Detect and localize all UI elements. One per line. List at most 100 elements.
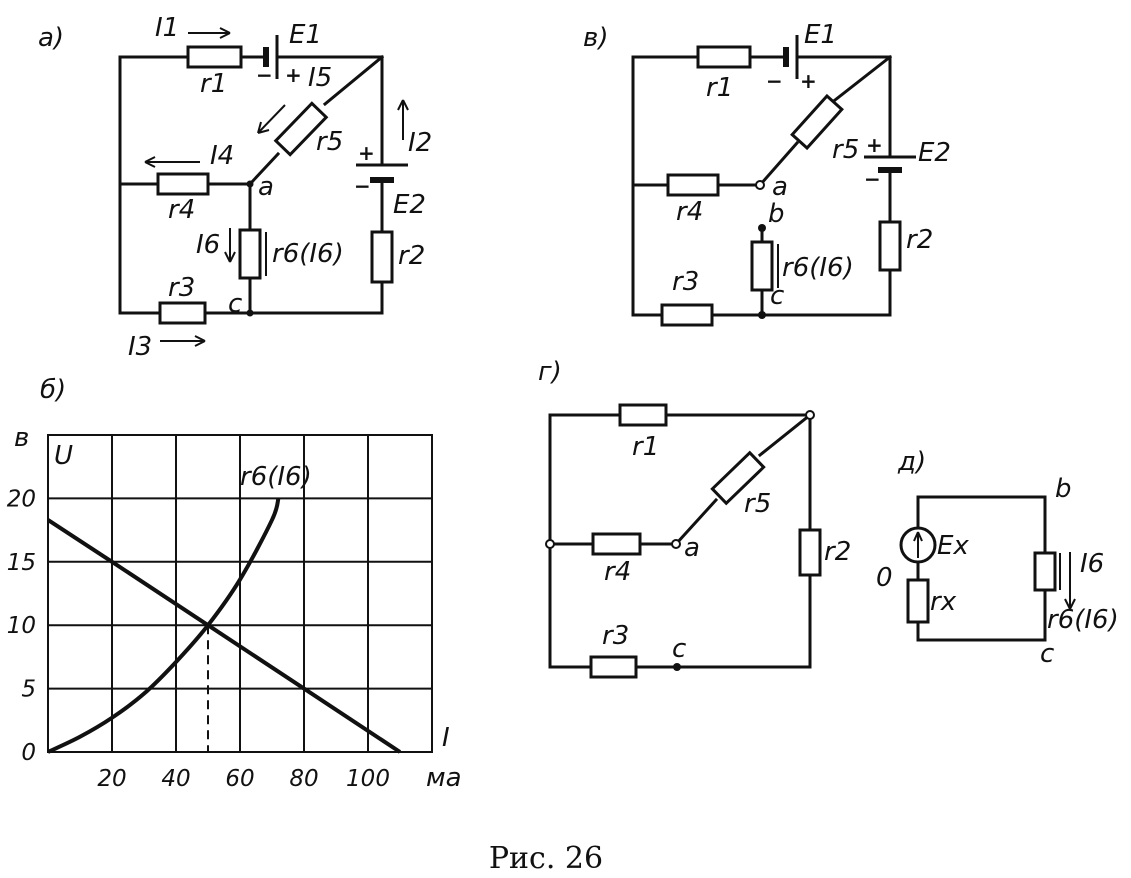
arrow-i6: [1064, 552, 1076, 610]
label-r4: r4: [604, 557, 631, 587]
label-node-0: 0: [876, 563, 893, 593]
label-r5: r5: [832, 135, 859, 165]
svg-text:+: +: [800, 69, 817, 93]
x-tick-label: 80: [289, 766, 318, 792]
x-unit-label: ма: [426, 763, 462, 793]
label-r2: r2: [824, 537, 851, 567]
panel-v-circuit: в) − + + − E1 r1 r5 E2 a b r4 r2 r6(I6) …: [583, 20, 951, 327]
resistor-r6: [238, 228, 262, 280]
resistor-r2: [370, 230, 394, 284]
series-load-line: [46, 518, 402, 754]
panel-d-label: д): [897, 447, 926, 477]
label-node-c: c: [1040, 639, 1054, 669]
y-tick-label: 5: [21, 677, 36, 703]
arrow-i6: [224, 228, 236, 263]
arrow-i1: [188, 27, 231, 39]
svg-text:+: +: [358, 141, 375, 165]
series-label-r6: r6(I6): [240, 462, 312, 492]
arrow-i2: [397, 99, 409, 140]
resistor-r2: [798, 528, 822, 577]
y-tick-label: 20: [7, 486, 36, 512]
arrow-i4: [144, 156, 200, 168]
node-b-terminal: [758, 224, 766, 232]
label-r6: r6(I6): [272, 239, 344, 269]
y-tick-label: 15: [7, 550, 36, 576]
x-tick-label: 40: [161, 766, 190, 792]
resistor-r2: [878, 220, 902, 272]
label-r5: r5: [744, 489, 771, 519]
label-node-b: b: [1055, 474, 1072, 504]
x-tick-label: 20: [97, 766, 126, 792]
label-e2: E2: [393, 190, 426, 220]
source-ex-arrow-icon: [913, 531, 923, 558]
resistor-r4: [156, 172, 210, 196]
label-i4: I4: [210, 141, 234, 171]
svg-text:+: +: [285, 63, 302, 87]
label-node-c: c: [228, 289, 242, 319]
label-r1: r1: [706, 73, 733, 103]
panel-d-circuit: д) Ex rx 0 b I6 r6(I6) c: [876, 447, 1119, 669]
panel-v-label: в): [583, 23, 608, 53]
label-r1: r1: [632, 432, 659, 462]
resistor-r3: [158, 301, 207, 325]
label-node-c: c: [672, 634, 686, 664]
svg-text:+: +: [866, 133, 883, 157]
y-tick-label: 0: [21, 740, 36, 766]
label-r3: r3: [168, 273, 195, 303]
label-node-a: a: [258, 172, 274, 202]
node-c-dot: [758, 311, 766, 319]
label-r3: r3: [672, 267, 699, 297]
x-tick-label: 60: [225, 766, 254, 792]
resistor-r1: [696, 45, 752, 69]
chart-ticks: 20 40 60 80 100 0 5 10 15 20: [7, 486, 390, 792]
y-tick-label: 10: [7, 613, 36, 639]
figure-caption: Рис. 26: [489, 841, 603, 876]
resistor-r1: [186, 45, 243, 69]
x-tick-label: 100: [346, 766, 390, 792]
label-r1: r1: [200, 69, 227, 99]
label-r6: r6(I6): [782, 253, 854, 283]
label-node-b: b: [768, 199, 785, 229]
panel-b-label: б): [40, 375, 66, 405]
label-rx: rx: [930, 587, 957, 617]
label-i6: I6: [196, 230, 220, 260]
svg-text:−: −: [354, 174, 371, 198]
panel-g-label: г): [538, 357, 562, 387]
label-e2: E2: [918, 138, 951, 168]
node-c-dot: [246, 309, 254, 317]
resistor-r3: [589, 655, 638, 679]
resistor-r5: [710, 450, 766, 506]
label-i5: I5: [308, 63, 332, 93]
resistor-r1: [618, 403, 668, 427]
label-i3: I3: [128, 332, 152, 362]
label-e1: E1: [804, 20, 837, 50]
resistor-r3: [660, 303, 714, 327]
label-r6: r6(I6): [1047, 605, 1119, 635]
svg-text:−: −: [256, 63, 273, 87]
svg-text:−: −: [864, 167, 881, 191]
label-node-a: a: [684, 533, 700, 563]
resistor-rx: [906, 578, 930, 624]
label-i1: I1: [155, 13, 179, 43]
resistor-r4: [591, 532, 642, 556]
series-curve-r6: [47, 497, 281, 754]
node-c-dot: [673, 663, 681, 671]
label-r2: r2: [398, 241, 425, 271]
resistor-r5: [790, 93, 844, 151]
label-node-c: c: [770, 281, 784, 311]
label-r3: r3: [602, 621, 629, 651]
chart-series: [46, 497, 402, 754]
label-ex: Ex: [937, 531, 969, 561]
label-e1: E1: [289, 20, 322, 50]
label-r4: r4: [676, 197, 703, 227]
label-i6: I6: [1080, 549, 1104, 579]
x-axis-label: I: [442, 723, 450, 753]
panel-a-circuit: а) − + + − I1 E1: [38, 13, 432, 362]
node-a-terminal: [755, 180, 765, 190]
panel-a-label: а): [38, 23, 64, 53]
y-unit-label: в: [14, 423, 29, 453]
node-a-terminal: [671, 539, 681, 549]
